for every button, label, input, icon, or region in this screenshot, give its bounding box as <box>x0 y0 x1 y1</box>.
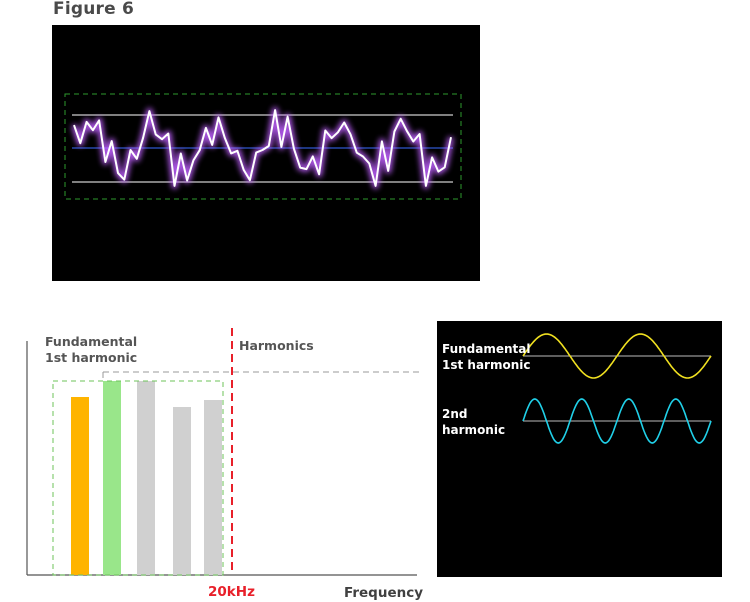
fundamental-label-line2: 1st harmonic <box>45 350 138 365</box>
wave-fundamental-label-line2: 1st harmonic <box>442 358 531 372</box>
wave-second-label: 2nd harmonic <box>442 406 505 438</box>
waveform-display <box>522 333 712 444</box>
x-axis-label: Frequency <box>344 585 424 601</box>
oscilloscope-display <box>64 93 462 200</box>
signal-trace <box>73 109 452 187</box>
signal-frame <box>64 93 462 200</box>
audible-band-box <box>52 380 224 576</box>
figure-title: Figure 6 <box>53 0 134 19</box>
wave-fundamental-label-line1: Fundamental <box>442 342 531 356</box>
cutoff-frequency-label: 20kHz <box>208 584 255 600</box>
signal-trace-glow <box>71 107 454 189</box>
wave-second-label-line1: 2nd <box>442 407 468 421</box>
bar-harmonic-4 <box>204 400 222 575</box>
wave-second-label-line2: harmonic <box>442 423 506 437</box>
fundamental-label-line1: Fundamental <box>45 334 138 349</box>
fundamental-label: Fundamental 1st harmonic <box>45 334 137 366</box>
spectrum-chart <box>26 328 423 576</box>
harmonics-label: Harmonics <box>239 338 314 353</box>
bar-1st-harmonic <box>103 381 121 575</box>
bar-fundamental <box>71 397 89 575</box>
waveform-panel: Fundamental 1st harmonic 2nd harmonic <box>437 321 722 577</box>
bar-harmonic-3 <box>173 407 191 575</box>
second-harmonic-wave <box>522 398 712 444</box>
fundamental-wave <box>522 333 712 379</box>
oscilloscope-panel <box>52 25 480 281</box>
bar-harmonic-2 <box>137 381 155 575</box>
wave-fundamental-label: Fundamental 1st harmonic <box>442 341 531 373</box>
